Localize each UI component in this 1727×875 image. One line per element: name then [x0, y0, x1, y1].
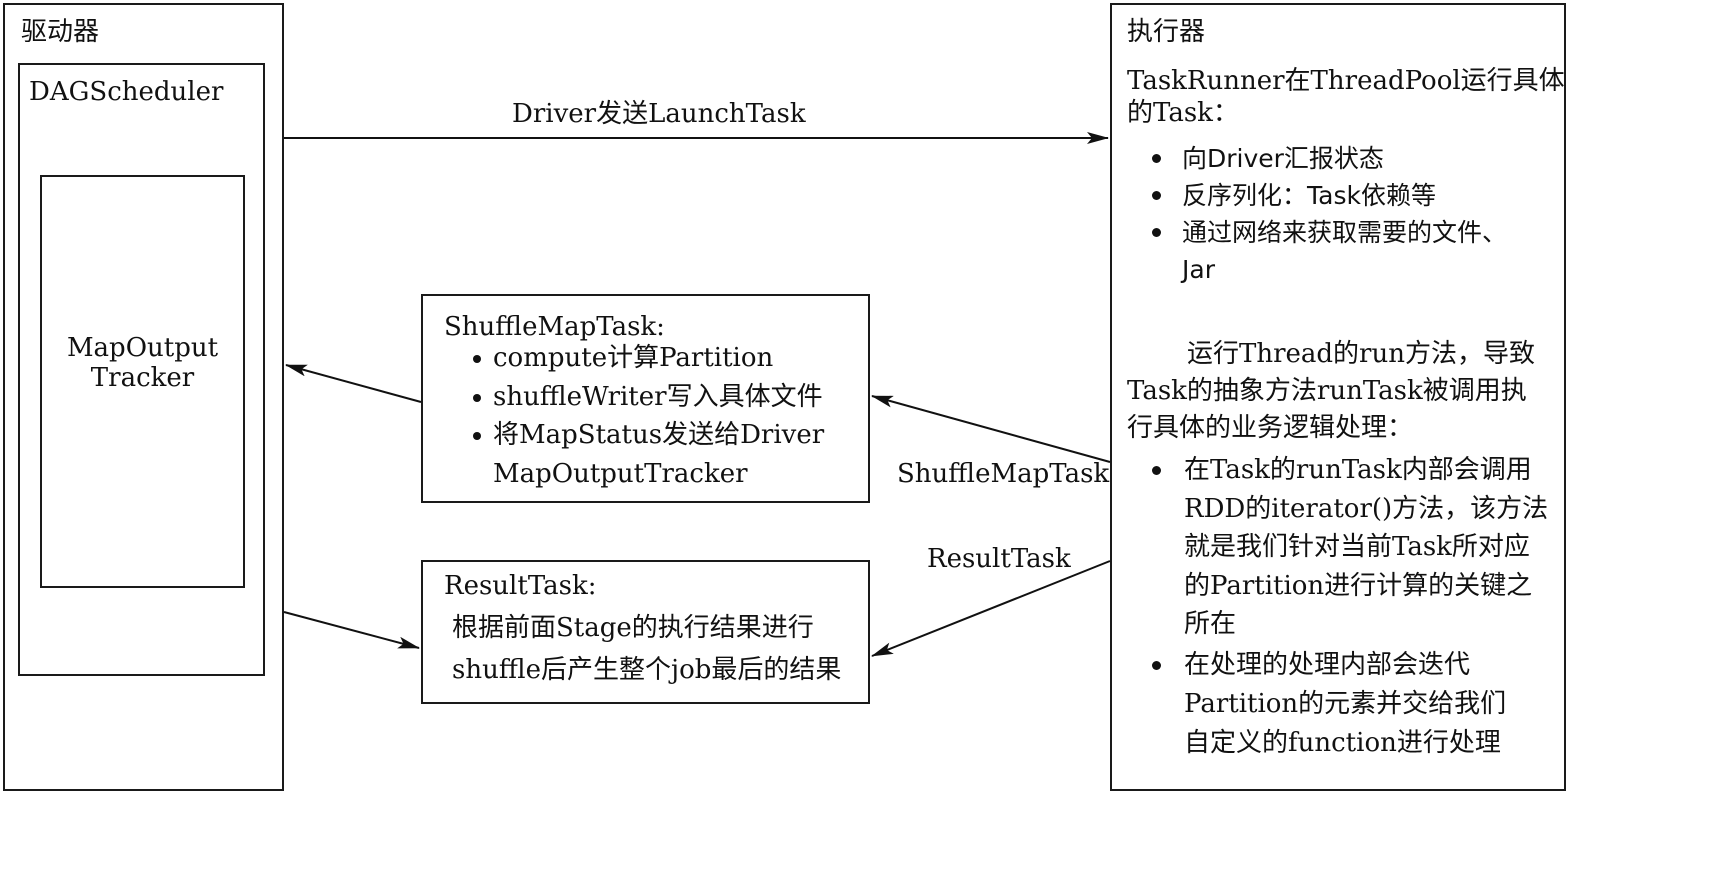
executor-bullet3-line: 自定义的function进行处理	[1184, 728, 1501, 758]
executor-title: 执行器	[1127, 17, 1206, 47]
bullet-dot	[473, 432, 481, 440]
executor-bullet2-line: RDD的iterator()方法，该方法	[1184, 493, 1549, 524]
shuffle-box-title: ShuffleMapTask:	[444, 312, 665, 342]
executor-bullet-cont: Jar	[1182, 255, 1215, 284]
shuffle-map-task-box	[421, 294, 870, 503]
bullet-dot	[1152, 661, 1161, 670]
result-box-title: ResultTask:	[444, 571, 597, 601]
executor-bullet-3: 在处理的处理内部会迭代 Partition的元素并交给我们 自定义的functi…	[1152, 646, 1506, 763]
shuffle-item: shuffleWriter写入具体文件	[493, 381, 823, 412]
executor-bullet2-line: 就是我们针对当前Task所对应	[1184, 532, 1530, 562]
tracker-label-line1: MapOutput	[66, 333, 219, 363]
bullet-dot	[1152, 191, 1161, 200]
driver-box	[3, 3, 284, 791]
bullet-dot	[1152, 466, 1161, 475]
bullet-dot	[1152, 154, 1161, 163]
result-line: 根据前面Stage的执行结果进行	[452, 613, 814, 643]
shuffle-item-cont: MapOutputTracker	[493, 458, 748, 489]
executor-bullet-2: 在Task的runTask内部会调用 RDD的iterator()方法，该方法 …	[1152, 451, 1548, 644]
executor-para-line: 运行Thread的run方法，导致	[1187, 339, 1535, 369]
executor-paragraph-2: 运行Thread的run方法，导致 Task的抽象方法runTask被调用执 行…	[1127, 336, 1535, 447]
shuffle-map-task-label: ShuffleMapTask	[897, 459, 1110, 489]
shuffle-box-items: compute计算Partition shuffleWriter写入具体文件 将…	[473, 339, 824, 493]
executor-box	[1110, 3, 1566, 791]
executor-bullets-1: 向Driver汇报状态 反序列化：Task依赖等 通过网络来获取需要的文件、 J…	[1152, 140, 1507, 288]
executor-para-line: 行具体的业务逻辑处理：	[1127, 413, 1414, 443]
executor-bullet2-line: 所在	[1184, 609, 1237, 639]
executor-bullet: 通过网络来获取需要的文件、	[1182, 218, 1508, 247]
executor-bullet: 向Driver汇报状态	[1182, 144, 1384, 173]
executor-bullet: 反序列化：Task依赖等	[1182, 181, 1436, 210]
tracker-label-line2: Tracker	[90, 363, 195, 393]
executor-to-result-arrow	[871, 560, 1111, 657]
driver-to-result-arrow	[283, 611, 420, 649]
executor-bullet3-line: Partition的元素并交给我们	[1184, 689, 1507, 719]
executor-intro-line: TaskRunner在ThreadPool运行具体	[1127, 66, 1565, 96]
bullet-dot	[473, 355, 481, 363]
executor-bullet3-line: 在处理的处理内部会迭代	[1184, 650, 1471, 680]
shuffle-to-driver-arrow	[285, 364, 422, 403]
result-line: shuffle后产生整个job最后的结果	[452, 655, 842, 685]
dag-scheduler-title: DAGScheduler	[29, 77, 224, 107]
bullet-dot	[473, 393, 481, 402]
result-box-lines: 根据前面Stage的执行结果进行 shuffle后产生整个job最后的结果	[452, 607, 841, 691]
shuffle-item: compute计算Partition	[493, 343, 774, 373]
map-output-tracker-box	[40, 175, 245, 588]
executor-to-shuffle-arrow	[871, 395, 1111, 463]
executor-bullet2-line: 在Task的runTask内部会调用	[1184, 455, 1532, 485]
executor-bullet2-line: 的Partition进行计算的关键之	[1184, 570, 1533, 601]
executor-para-line: Task的抽象方法runTask被调用执	[1127, 376, 1527, 406]
result-task-label: ResultTask	[927, 544, 1071, 574]
shuffle-item: 将MapStatus发送给Driver	[493, 420, 825, 450]
executor-intro-line: 的Task：	[1127, 98, 1239, 128]
dag-scheduler-box	[18, 63, 265, 676]
result-task-box	[421, 560, 870, 704]
bullet-dot	[1152, 228, 1161, 237]
launch-task-label: Driver发送LaunchTask	[512, 99, 806, 129]
executor-intro: TaskRunner在ThreadPool运行具体 的Task：	[1127, 65, 1565, 129]
driver-title: 驱动器	[21, 17, 100, 47]
